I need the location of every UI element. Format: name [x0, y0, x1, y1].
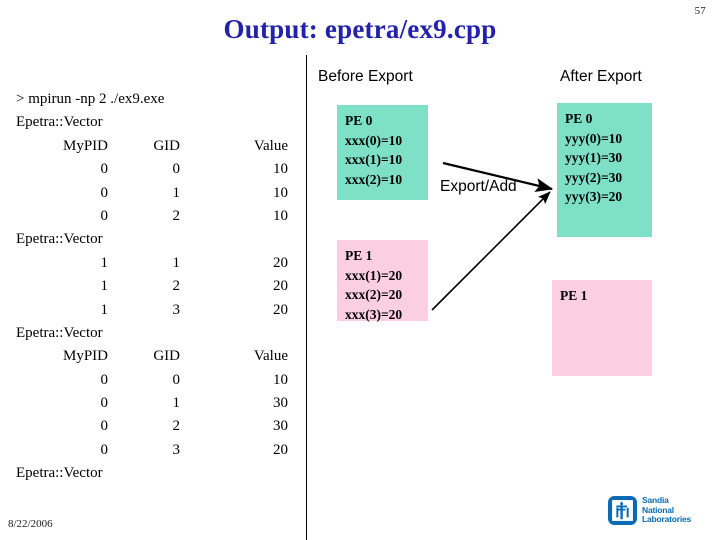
console-cell-value: 30 [273, 418, 288, 435]
console-cell-value: 10 [273, 161, 288, 178]
console-cell-value: 20 [273, 254, 288, 271]
logo-line-1: Sandia [642, 495, 669, 506]
pe-box-entry: yyy(2)=30 [565, 169, 623, 185]
before-export-heading: Before Export [318, 68, 413, 85]
console-header-gid: GID [153, 137, 180, 154]
console-cell-mypid: 1 [100, 301, 109, 318]
footer-date: 8/22/2006 [8, 518, 53, 530]
pe-box-entry: yyy(3)=20 [565, 189, 623, 204]
console-cell-mypid: 0 [100, 418, 109, 435]
console-row: 0 2 10 [16, 205, 296, 228]
pe-box-title: PE 0 [345, 113, 373, 128]
console-cell-value: 20 [273, 278, 288, 295]
pe-box-entry: xxx(3)=20 [345, 306, 403, 322]
console-row: 0 3 20 [16, 439, 296, 462]
console-header-mypid: MyPID [62, 348, 108, 365]
console-header-gid: GID [153, 348, 180, 365]
console-cell-gid: 1 [172, 395, 181, 412]
before-pe0-box: PE 0 xxx(0)=10 xxx(1)=10 xxx(2)=10 [337, 105, 428, 200]
pe-box-entry: xxx(2)=20 [345, 287, 403, 302]
sandia-logo-text: Sandia National Laboratories [642, 496, 691, 525]
after-export-heading: After Export [560, 68, 642, 85]
console-vector-label: Epetra::Vector [16, 231, 103, 248]
console-cell-mypid: 1 [100, 278, 109, 295]
pe-box-title: PE 1 [345, 248, 373, 263]
console-cell-mypid: 0 [100, 371, 109, 388]
page-number: 57 [694, 5, 706, 17]
console-cell-value: 20 [273, 301, 288, 318]
vertical-divider [306, 55, 307, 540]
pe-box-entry: xxx(1)=10 [345, 152, 403, 167]
console-cell-mypid: 0 [100, 184, 109, 201]
console-row: 1 1 20 [16, 252, 296, 275]
console-row: 1 2 20 [16, 275, 296, 298]
console-cell-gid: 2 [172, 418, 181, 435]
before-pe1-box: PE 1 xxx(1)=20 xxx(2)=20 xxx(3)=20 [337, 240, 428, 322]
console-header-value: Value [253, 137, 288, 154]
console-header-row: MyPID GID Value [16, 135, 296, 158]
console-vector-label: Epetra::Vector [16, 324, 103, 341]
console-command: > mpirun -np 2 ./ex9.exe [16, 91, 165, 107]
console-cell-gid: 0 [172, 161, 181, 178]
console-cell-mypid: 0 [100, 207, 109, 224]
pe-box-entry: xxx(2)=10 [345, 171, 403, 187]
console-row: 0 2 30 [16, 415, 296, 438]
console-cell-gid: 3 [172, 441, 181, 458]
console-cell-mypid: 1 [100, 254, 109, 271]
console-cell-value: 10 [273, 371, 288, 388]
console-vector-label: Epetra::Vector [16, 114, 103, 131]
pe-box-entry: yyy(1)=30 [565, 150, 623, 165]
console-vector-label: Epetra::Vector [16, 465, 103, 482]
logo-line-2: National [642, 504, 674, 515]
console-row: 1 3 20 [16, 299, 296, 322]
console-cell-gid: 3 [172, 301, 181, 318]
pe-box-entry: yyy(0)=10 [565, 130, 623, 146]
console-row: 0 0 10 [16, 369, 296, 392]
console-cell-mypid: 0 [100, 161, 109, 178]
console-cell-mypid: 0 [100, 395, 109, 412]
logo-line-3: Laboratories [642, 514, 692, 525]
after-pe1-box: PE 1 [552, 280, 652, 376]
console-cell-gid: 1 [172, 184, 181, 201]
console-cell-value: 10 [273, 207, 288, 224]
after-pe0-box: PE 0 yyy(0)=10 yyy(1)=30 yyy(2)=30 yyy(3… [557, 103, 652, 237]
console-cell-value: 20 [273, 441, 288, 458]
console-output: > mpirun -np 2 ./ex9.exe Epetra::Vector … [16, 88, 296, 486]
console-cell-value: 10 [273, 184, 288, 201]
console-cell-gid: 2 [172, 207, 181, 224]
console-cell-gid: 0 [172, 371, 181, 388]
console-header-row: MyPID GID Value [16, 345, 296, 368]
console-cell-value: 30 [273, 395, 288, 412]
pe-box-title: PE 1 [560, 288, 588, 303]
pe-box-title: PE 0 [565, 111, 593, 126]
console-cell-gid: 2 [172, 278, 181, 295]
export-add-label: Export/Add [440, 178, 517, 195]
console-cell-gid: 1 [172, 254, 181, 271]
console-row: 0 0 10 [16, 158, 296, 181]
sandia-logo: Sandia National Laboratories [608, 496, 691, 525]
console-cell-mypid: 0 [100, 441, 109, 458]
pe-box-entry: xxx(0)=10 [345, 132, 403, 148]
console-row: 0 1 10 [16, 182, 296, 205]
console-header-value: Value [253, 348, 288, 365]
page-title: Output: epetra/ex9.cpp [223, 14, 497, 44]
sandia-thunderbird-icon [608, 496, 637, 525]
console-header-mypid: MyPID [62, 137, 108, 154]
console-row: 0 1 30 [16, 392, 296, 415]
pe-box-entry: xxx(1)=20 [345, 267, 403, 283]
